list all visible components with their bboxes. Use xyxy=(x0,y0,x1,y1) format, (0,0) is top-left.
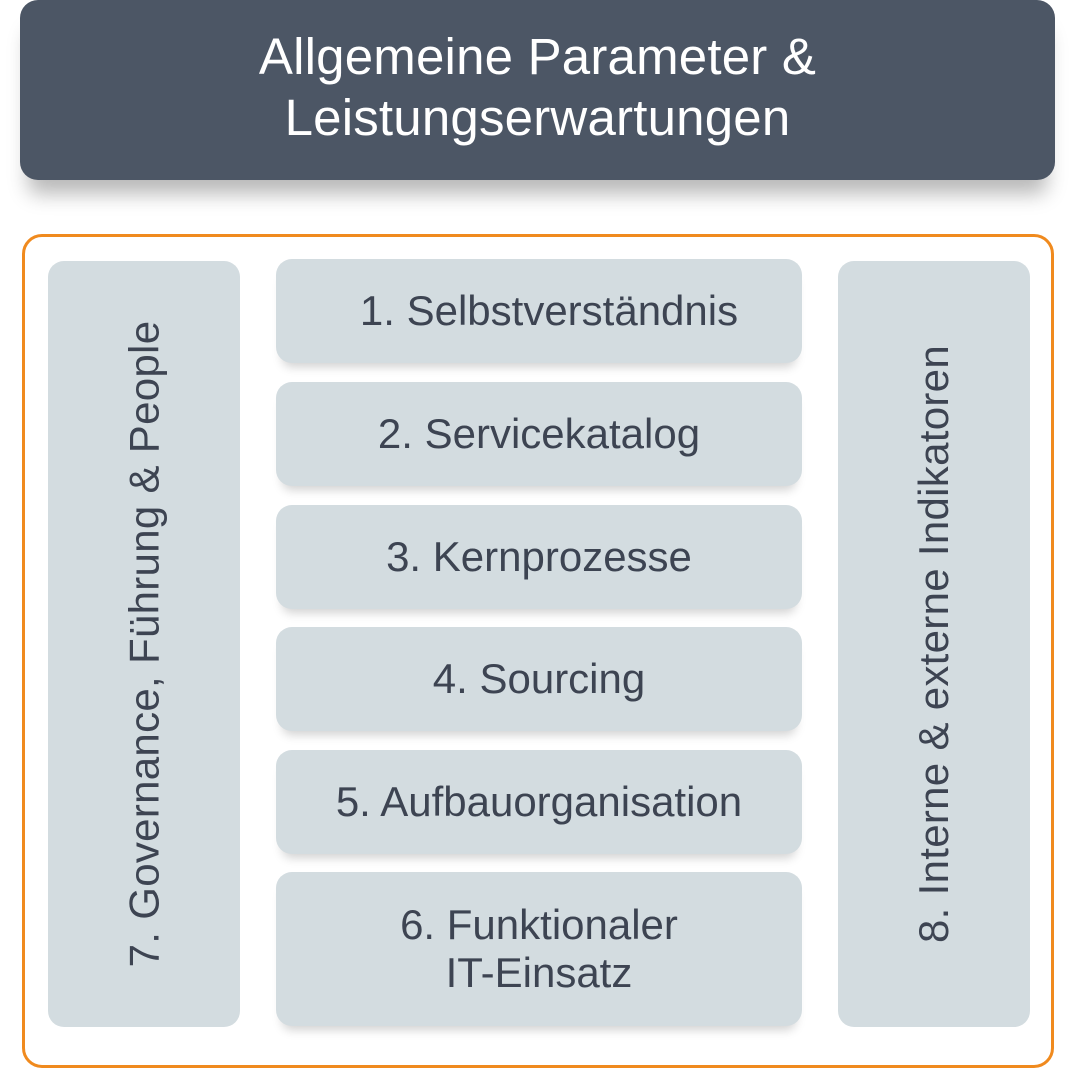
left-pillar: 7. Governance, Führung & People xyxy=(48,261,240,1027)
step-aufbauorganisation: 5. Aufbauorganisation xyxy=(276,750,802,854)
step-label: 1. Selbstverständnis xyxy=(359,287,739,334)
step-servicekatalog: 2. Servicekatalog xyxy=(276,382,802,486)
left-pillar-label: 7. Governance, Führung & People xyxy=(120,320,168,968)
right-pillar: 8. Interne & externe Indikatoren xyxy=(838,261,1030,1027)
step-label: 6. Funktionaler IT-Einsatz xyxy=(400,901,678,996)
right-pillar-label: 8. Interne & externe Indikatoren xyxy=(910,345,957,943)
header-banner: Allgemeine Parameter & Leistungserwartun… xyxy=(20,0,1055,180)
step-label: 2. Servicekatalog xyxy=(377,410,701,457)
header-title: Allgemeine Parameter & Leistungserwartun… xyxy=(258,28,817,146)
step-sourcing: 4. Sourcing xyxy=(276,627,802,731)
step-label: 5. Aufbauorganisation xyxy=(335,778,743,825)
step-kernprozesse: 3. Kernprozesse xyxy=(276,505,802,609)
step-label: 3. Kernprozesse xyxy=(386,533,692,580)
step-funktionaler-it-einsatz: 6. Funktionaler IT-Einsatz xyxy=(276,872,802,1026)
step-label: 4. Sourcing xyxy=(432,655,646,702)
step-selbstverstaendnis: 1. Selbstverständnis xyxy=(276,259,802,363)
